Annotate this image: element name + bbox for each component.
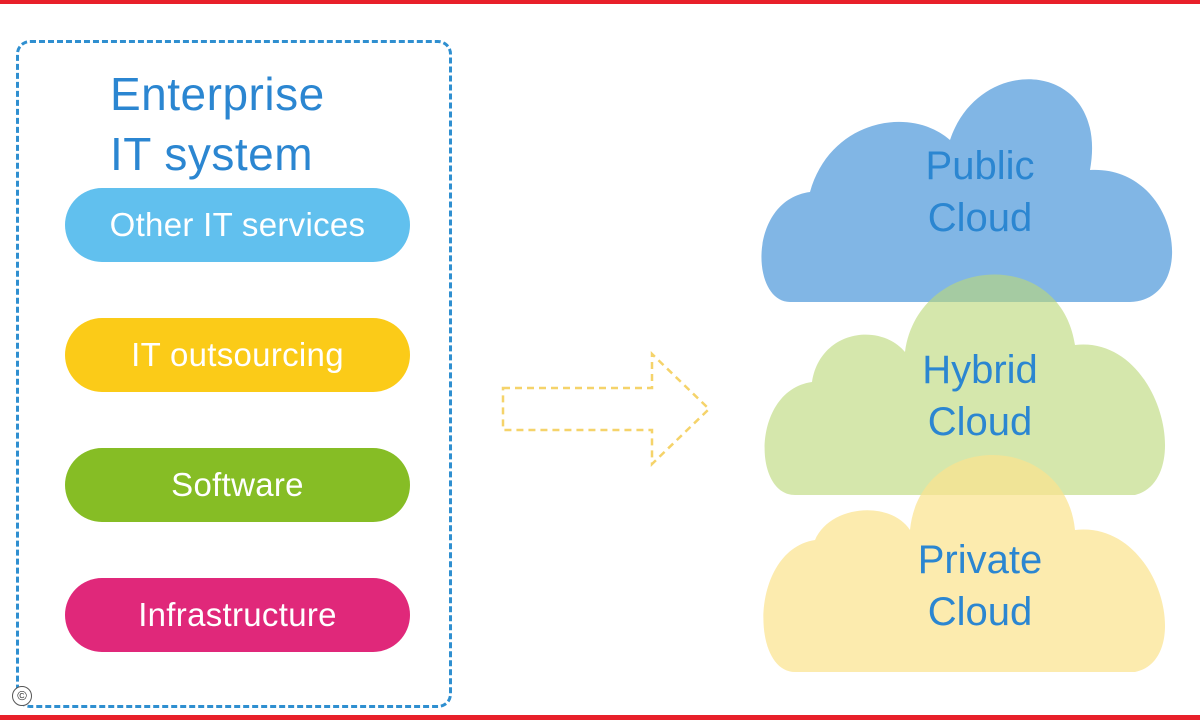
software-pill: Software	[65, 448, 410, 522]
hybrid-cloud-label: Hybrid Cloud	[922, 348, 1038, 444]
public-cloud-label: Public Cloud	[925, 144, 1035, 240]
hybrid-cloud-shape	[764, 274, 1166, 495]
it-outsourcing-pill: IT outsourcing	[65, 318, 410, 392]
clouds-diagram	[761, 79, 1173, 672]
public-cloud-shape	[761, 79, 1173, 302]
private-cloud-shape	[763, 455, 1166, 672]
top-border	[0, 0, 1200, 4]
enterprise-it-system-box	[16, 40, 452, 708]
copyright-icon: ©	[12, 686, 32, 706]
other-it-services-pill: Other IT services	[65, 188, 410, 262]
arrow-right-icon	[501, 351, 711, 467]
bottom-border	[0, 715, 1200, 720]
private-cloud-label: Private Cloud	[917, 538, 1043, 634]
infrastructure-pill: Infrastructure	[65, 578, 410, 652]
enterprise-title: Enterprise IT system	[110, 68, 325, 180]
